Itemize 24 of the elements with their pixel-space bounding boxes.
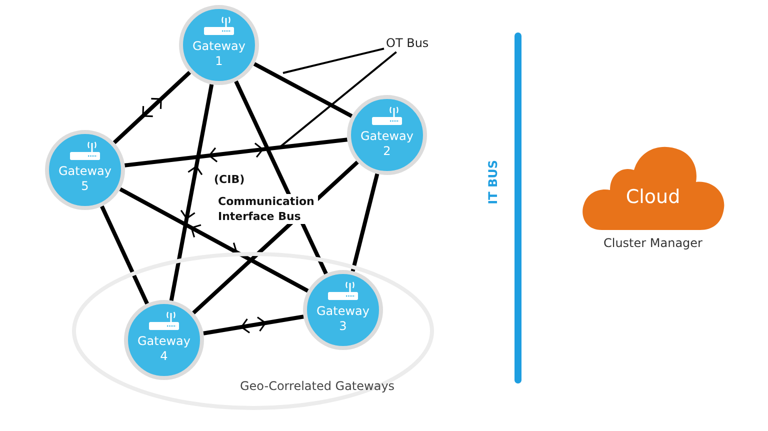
connector-line	[100, 205, 149, 305]
connector-line	[253, 62, 353, 118]
leader-line	[282, 48, 384, 74]
group-ellipse	[72, 252, 434, 410]
connector-line	[203, 314, 304, 336]
node-label: Gateway 4	[136, 334, 192, 364]
bus-label: Communication Interface Bus	[218, 194, 318, 224]
connector-line	[350, 173, 380, 272]
connector-line	[112, 70, 192, 144]
bus-label: IT BUS	[486, 160, 501, 204]
node-label: Cloud	[624, 186, 682, 208]
node-label: Gateway 2	[359, 129, 414, 159]
leader-line	[279, 51, 397, 148]
node-caption: Cluster Manager	[602, 236, 704, 250]
connector-line	[169, 84, 214, 302]
group-label: Geo-Correlated Gateways	[240, 379, 395, 393]
gateway-circle	[179, 5, 259, 85]
node-label: Gateway 3	[315, 304, 370, 334]
bus-label: OT Bus	[386, 36, 429, 50]
connector-line	[119, 187, 309, 293]
node-label: Gateway 5	[57, 164, 112, 194]
connector-line	[124, 138, 348, 168]
bus-abbreviation: (CIB)	[214, 172, 245, 187]
node-label: Gateway 1	[191, 39, 246, 69]
